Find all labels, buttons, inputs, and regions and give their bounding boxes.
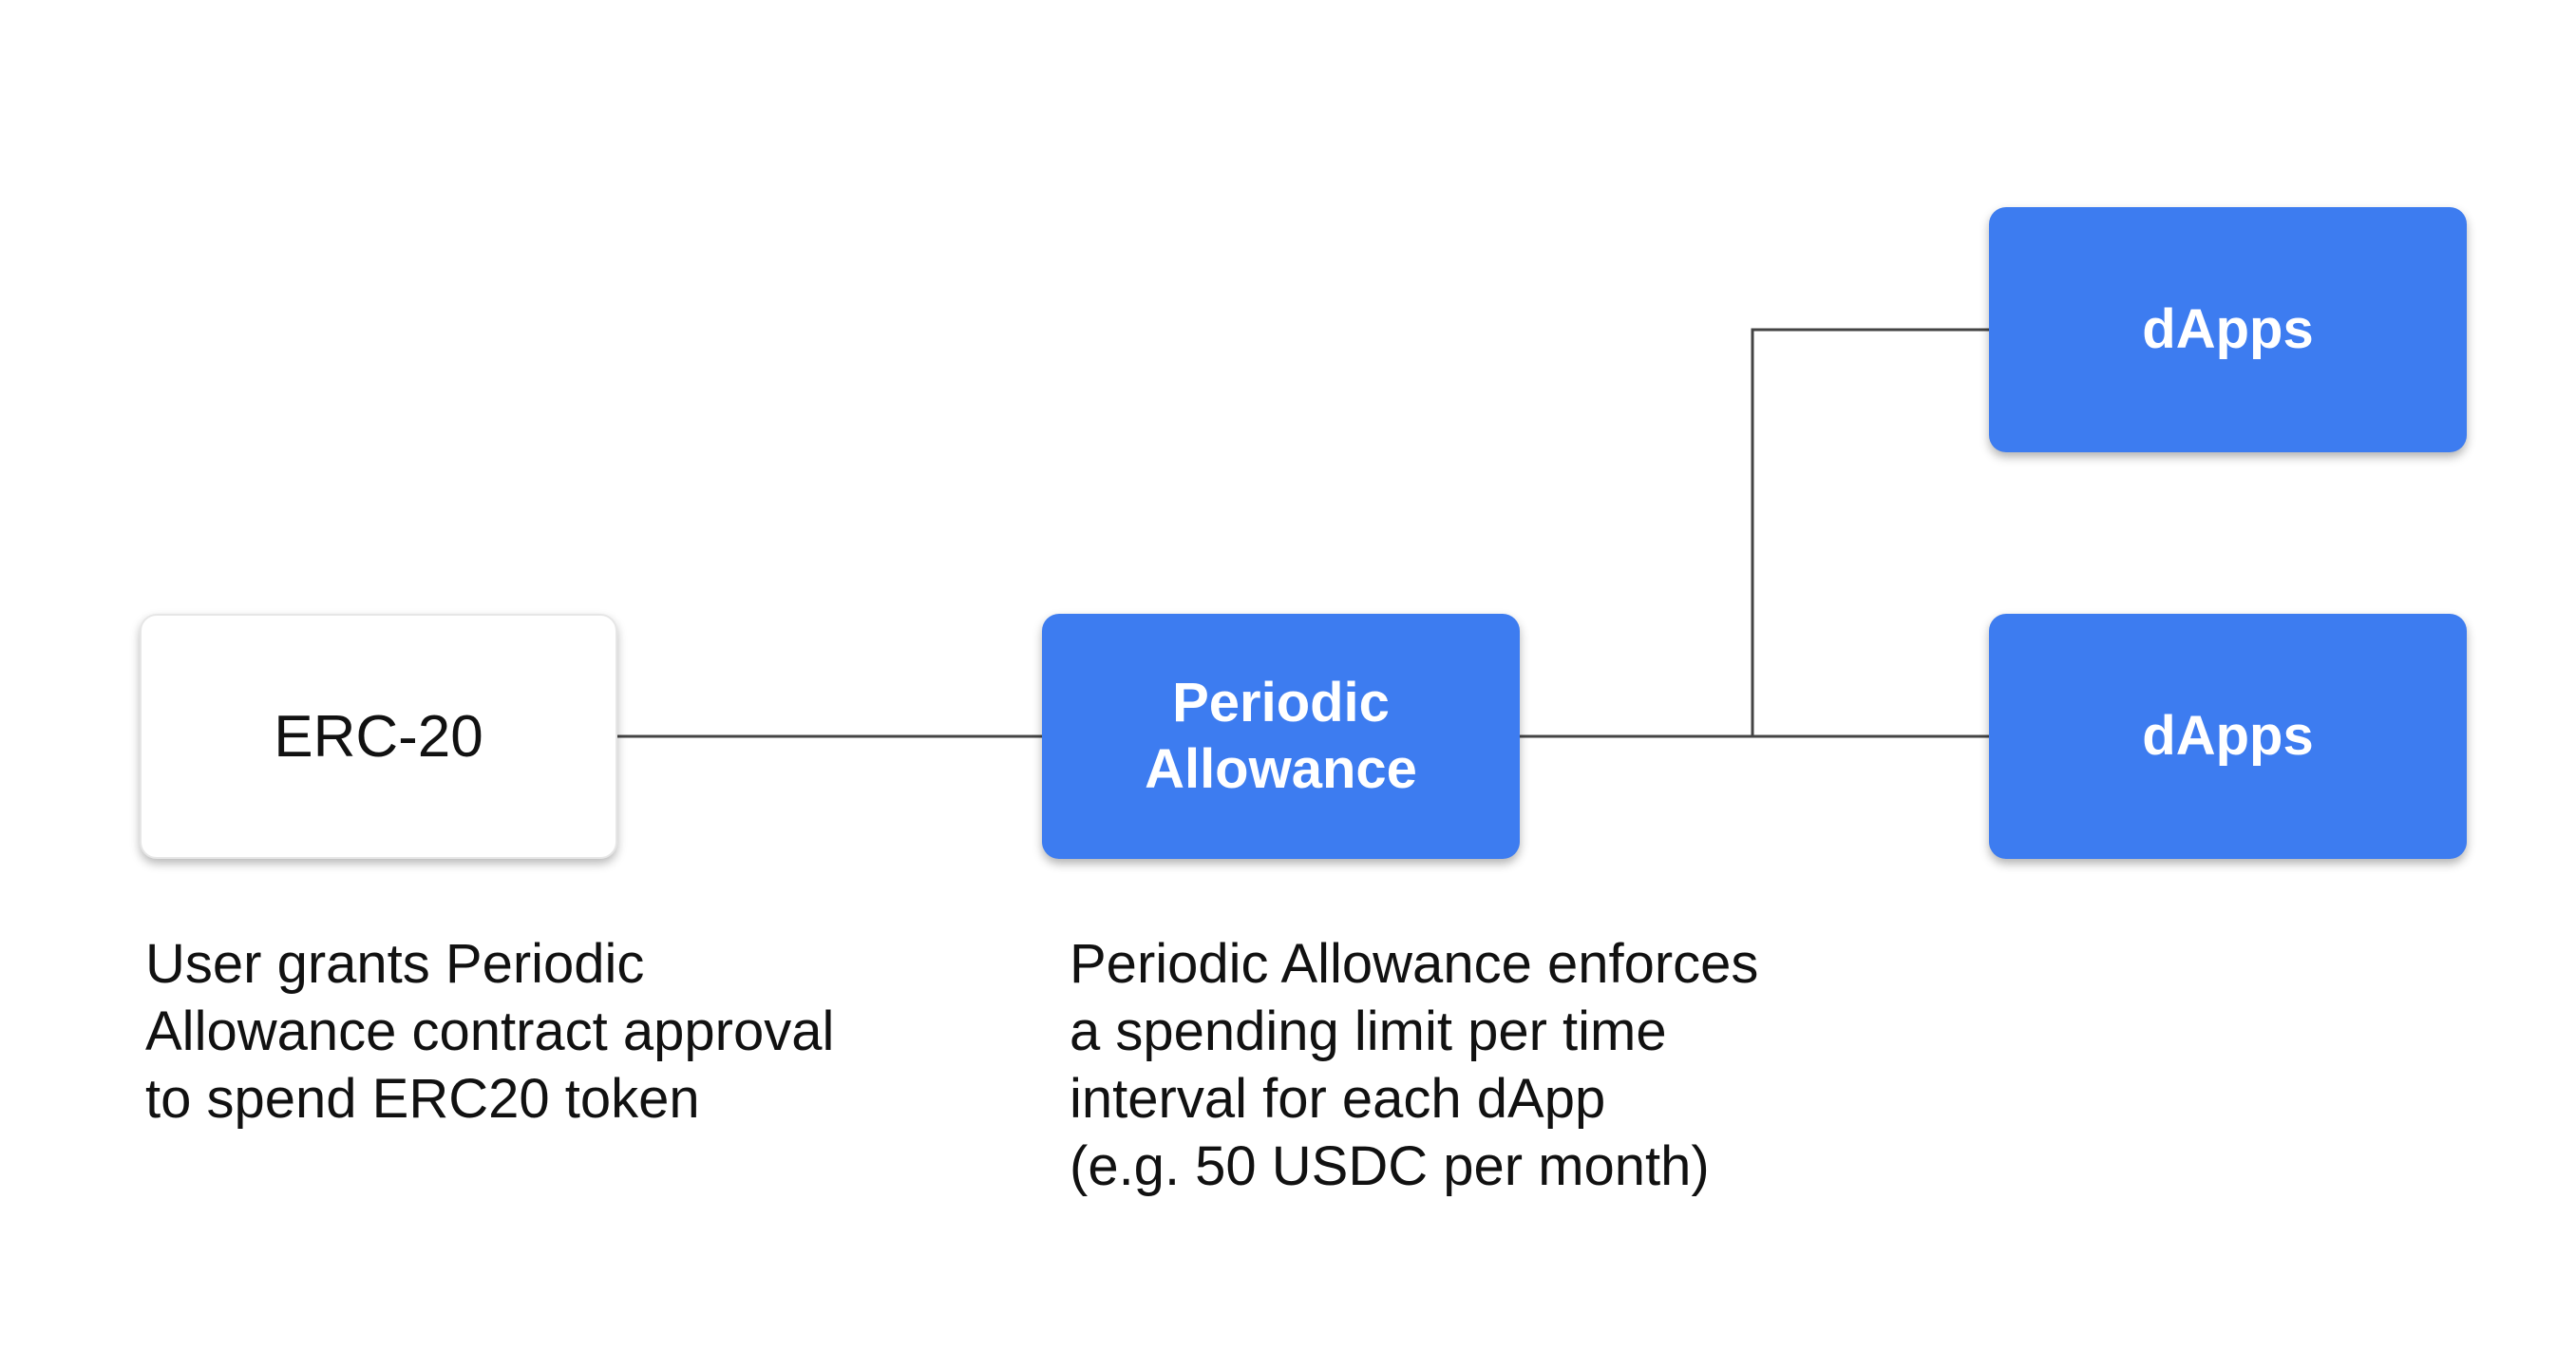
erc20-node-label: ERC-20	[274, 703, 483, 770]
dapps-node-bottom: dApps	[1989, 614, 2467, 859]
periodic-allowance-caption-line-4: (e.g. 50 USDC per month)	[1070, 1135, 1710, 1197]
erc20-caption-line-1: User grants Periodic	[145, 933, 645, 995]
erc20-caption: User grants Periodic Allowance contract …	[145, 930, 834, 1133]
edge-to-dapps-top	[1751, 328, 1989, 736]
erc20-node: ERC-20	[140, 614, 617, 859]
dapps-node-bottom-label: dApps	[2142, 705, 2314, 767]
periodic-allowance-caption-line-3: interval for each dApp	[1070, 1068, 1606, 1130]
dapps-node-top-label: dApps	[2142, 298, 2314, 360]
periodic-allowance-caption-line-2: a spending limit per time	[1070, 1000, 1667, 1062]
periodic-allowance-caption: Periodic Allowance enforces a spending l…	[1070, 930, 1758, 1200]
periodic-allowance-node-label: Periodic Allowance	[1145, 670, 1417, 803]
dapps-node-top: dApps	[1989, 207, 2467, 452]
periodic-allowance-node: Periodic Allowance	[1042, 614, 1520, 859]
periodic-allowance-label-line-1: Periodic	[1172, 672, 1390, 734]
periodic-allowance-label-line-2: Allowance	[1145, 738, 1417, 800]
periodic-allowance-caption-line-1: Periodic Allowance enforces	[1070, 933, 1759, 995]
erc20-caption-line-2: Allowance contract approval	[145, 1000, 835, 1062]
erc20-caption-line-3: to spend ERC20 token	[145, 1068, 700, 1130]
